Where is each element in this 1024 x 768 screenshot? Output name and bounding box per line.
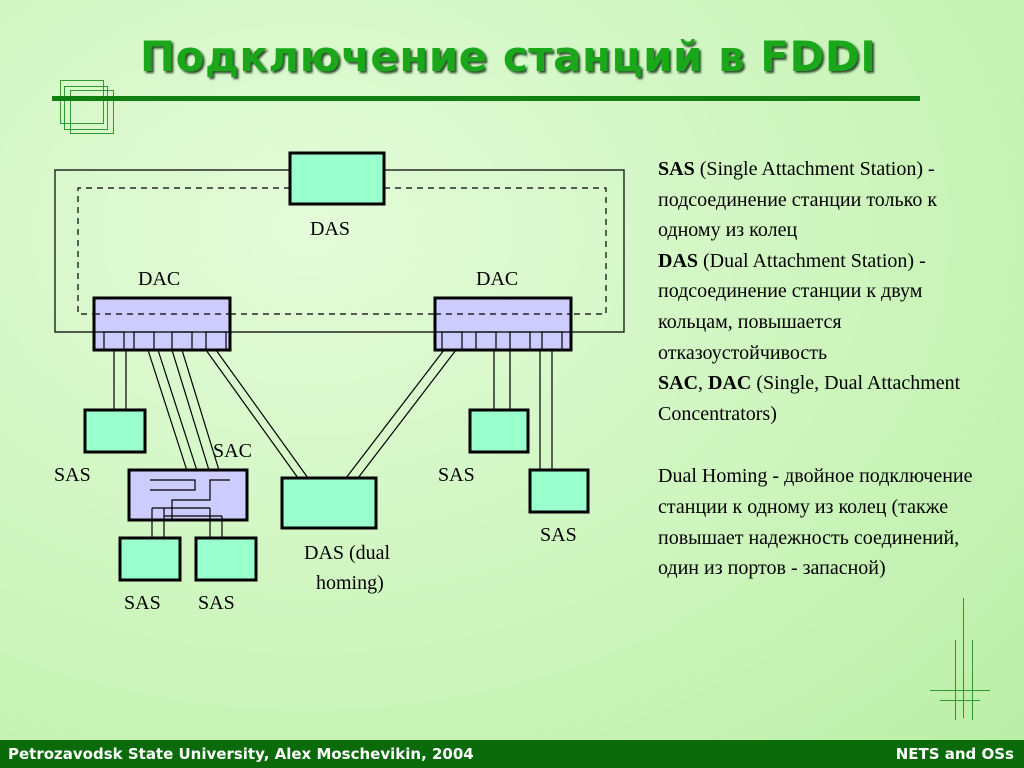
sas-bottom-1-box xyxy=(118,536,182,582)
primary-ring-right xyxy=(384,169,625,333)
label-das-top: DAS xyxy=(310,218,350,240)
decor-square-1 xyxy=(60,80,104,124)
das-term: DAS xyxy=(658,249,699,272)
label-dac-right: DAC xyxy=(476,268,518,290)
sas-right-upper-box xyxy=(468,408,530,454)
das-text: (Dual Attachment Station) - подсоединени… xyxy=(658,249,926,364)
sac-term: SAC xyxy=(658,372,699,395)
label-sas-left: SAS xyxy=(54,464,91,486)
footer-bar: Petrozavodsk State University, Alex Mosc… xyxy=(0,740,1024,768)
label-sas-right-lower: SAS xyxy=(540,524,577,546)
label-sac: SAC xyxy=(213,440,252,462)
decor-vline-1 xyxy=(963,598,964,718)
sas-text: (Single Attachment Station) - подсоедине… xyxy=(658,158,938,242)
dac-left-box xyxy=(92,296,232,352)
das-top-box xyxy=(288,151,386,206)
label-sas-right-upper: SAS xyxy=(438,464,475,486)
label-sas-bottom-1: SAS xyxy=(124,592,161,614)
dac-right-box xyxy=(433,296,573,352)
label-das-dual-line1: DAS (dual xyxy=(304,542,391,564)
description-panel: SAS (Single Attachment Station) - подсое… xyxy=(658,154,998,584)
sac-box xyxy=(127,468,249,522)
label-sas-bottom-2: SAS xyxy=(198,592,235,614)
sas-bottom-2-box xyxy=(194,536,258,582)
title-underline xyxy=(52,96,920,101)
decor-vline-2 xyxy=(955,640,956,720)
sac-dac-text: (Single, Dual Attachment Concentrators) xyxy=(658,372,961,425)
label-dac-left: DAC xyxy=(138,268,180,290)
secondary-ring xyxy=(77,187,290,315)
decor-vline-3 xyxy=(972,640,973,720)
dual-homing-definition: Dual Homing - двойное подключение станци… xyxy=(658,465,973,580)
primary-ring xyxy=(54,169,290,333)
sas-term: SAS xyxy=(658,158,695,180)
decor-hline-2 xyxy=(940,700,980,701)
das-definition: DAS (Dual Attachment Station) - подсоеди… xyxy=(658,246,998,368)
sac-dac-definition: SAC, DAC (Single, Dual Attachment Concen… xyxy=(658,368,998,429)
decor-square-3 xyxy=(64,86,108,130)
das-dual-box xyxy=(280,476,378,530)
secondary-ring-right xyxy=(384,187,607,315)
decor-hline-1 xyxy=(930,690,990,691)
sac-dac-separator: , xyxy=(698,372,709,395)
sas-definition: SAS (Single Attachment Station) - подсое… xyxy=(658,154,998,246)
footer-left: Petrozavodsk State University, Alex Mosc… xyxy=(8,745,474,763)
label-das-dual-line2: homing) xyxy=(316,572,384,594)
footer-right: NETS and OSs xyxy=(895,745,1014,763)
dac-term: DAC xyxy=(708,372,752,395)
fddi-diagram: DAS DAC DAC SAC SAS SAS SAS SAS SAS DAS … xyxy=(54,151,625,614)
decor-square-2 xyxy=(70,90,114,134)
sas-right-lower-box xyxy=(528,468,590,514)
sas-left-box xyxy=(83,408,147,454)
slide-title: Подключение станций в FDDI xyxy=(140,32,877,81)
